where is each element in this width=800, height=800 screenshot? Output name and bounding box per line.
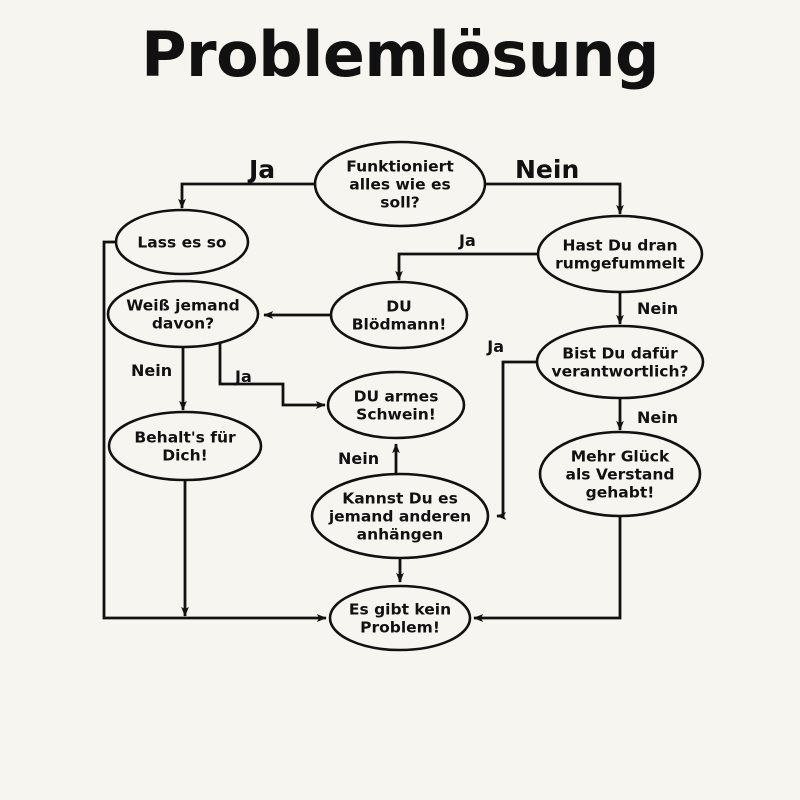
node-glueck-shape[interactable] xyxy=(538,430,702,518)
node-start[interactable]: Funktioniert alles wie es soll? xyxy=(313,140,487,228)
node-kannst-line2: jemand anderen xyxy=(328,508,471,526)
node-bloed-line1: DU xyxy=(386,298,411,316)
edge-weiss-to-schwein xyxy=(218,342,326,409)
edge-lass-to-kein xyxy=(102,240,327,622)
node-weiss-line2: davon? xyxy=(152,315,214,333)
edges-layer xyxy=(102,182,624,622)
edge-glueck-to-kein xyxy=(473,516,622,622)
node-glueck-line1: Mehr Glück xyxy=(571,448,670,466)
node-bist-shape[interactable] xyxy=(535,324,705,400)
node-hast-shape[interactable] xyxy=(536,214,704,294)
node-schwein-shape[interactable] xyxy=(326,370,466,440)
node-du-armes-schwein[interactable]: DU armes Schwein! xyxy=(326,370,466,440)
edge-label-hast-nein: Nein xyxy=(637,299,678,318)
edge-hast-to-bloed xyxy=(395,252,538,281)
edge-label-hast-ja: Ja xyxy=(458,231,476,250)
node-start-shape[interactable] xyxy=(313,140,487,228)
edge-label-start-nein: Nein xyxy=(515,155,579,184)
node-kein-line2: Problem! xyxy=(360,619,440,637)
edge-label-start-ja: Ja xyxy=(247,155,275,184)
edge-labels-layer: Ja Nein Ja Nein Nein Ja Ja Nein Nein xyxy=(131,155,678,468)
node-behalts-fuer-dich[interactable]: Behalt's für Dich! xyxy=(107,410,263,482)
node-hast-line1: Hast Du dran xyxy=(563,237,678,255)
nodes-layer: Funktioniert alles wie es soll? Lass es … xyxy=(106,140,705,652)
node-start-line2: alles wie es xyxy=(349,176,451,194)
node-weiss-jemand-davon[interactable]: Weiß jemand davon? xyxy=(106,279,260,349)
node-hast-line2: rumgefummelt xyxy=(555,255,685,273)
edge-label-bist-ja: Ja xyxy=(486,337,504,356)
node-kannst-shape[interactable] xyxy=(310,472,490,560)
node-lass-line1: Lass es so xyxy=(137,234,226,252)
node-glueck-line2: als Verstand xyxy=(566,466,675,484)
node-behalt-line2: Dich! xyxy=(162,447,207,465)
node-lass-shape[interactable] xyxy=(114,208,250,276)
page-title: Problemlösung xyxy=(141,18,659,91)
edge-label-weiss-nein: Nein xyxy=(131,361,172,380)
edge-label-bist-nein: Nein xyxy=(637,408,678,427)
node-glueck-line3: gehabt! xyxy=(586,484,655,502)
edge-label-kannst-nein: Nein xyxy=(338,449,379,468)
node-kannst-line3: anhängen xyxy=(357,526,444,544)
node-hast-du-dran-rumgefummelt[interactable]: Hast Du dran rumgefummelt xyxy=(536,214,704,294)
node-kannst-line1: Kannst Du es xyxy=(342,490,458,508)
edge-label-weiss-ja: Ja xyxy=(234,367,252,386)
node-schwein-line1: DU armes xyxy=(354,388,439,406)
node-es-gibt-kein-problem[interactable]: Es gibt kein Problem! xyxy=(328,584,472,652)
node-kannst-du-es-jemand-anderen-anhaengen[interactable]: Kannst Du es jemand anderen anhängen xyxy=(310,472,490,560)
edge-start-to-lass xyxy=(178,182,315,209)
node-bloed-shape[interactable] xyxy=(329,280,469,350)
node-bist-line1: Bist Du dafür xyxy=(562,345,678,363)
edge-start-to-hast xyxy=(485,182,624,215)
node-kein-shape[interactable] xyxy=(328,584,472,652)
node-kein-line1: Es gibt kein xyxy=(349,601,451,619)
node-start-line1: Funktioniert xyxy=(346,158,454,176)
node-du-bloedmann[interactable]: DU Blödmann! xyxy=(329,280,469,350)
node-lass-es-so[interactable]: Lass es so xyxy=(114,208,250,276)
node-behalt-line1: Behalt's für xyxy=(134,429,236,447)
node-weiss-line1: Weiß jemand xyxy=(126,297,239,315)
node-bist-du-dafuer-verantwortlich[interactable]: Bist Du dafür verantwortlich? xyxy=(535,324,705,400)
node-start-line3: soll? xyxy=(380,194,420,212)
node-schwein-line2: Schwein! xyxy=(356,406,436,424)
node-bist-line2: verantwortlich? xyxy=(551,363,688,381)
node-weiss-shape[interactable] xyxy=(106,279,260,349)
edge-bist-to-kannst xyxy=(496,360,540,520)
node-behalt-shape[interactable] xyxy=(107,410,263,482)
node-mehr-glueck-als-verstand[interactable]: Mehr Glück als Verstand gehabt! xyxy=(538,430,702,518)
node-bloed-line2: Blödmann! xyxy=(352,316,447,334)
